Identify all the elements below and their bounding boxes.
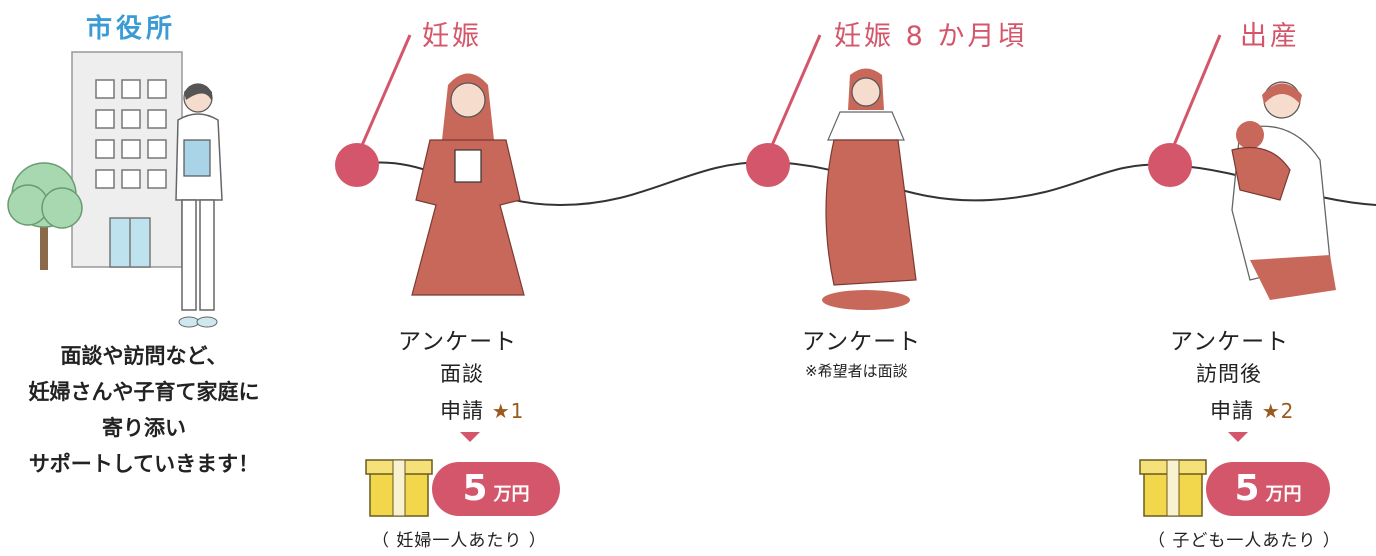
step-survey: アンケート bbox=[398, 329, 518, 355]
mother-baby-icon bbox=[1231, 81, 1336, 300]
office-message-line: 妊婦さんや子育て家庭に bbox=[28, 380, 260, 404]
step-application: 申請 ★1 bbox=[440, 395, 524, 425]
stage-title-birth: 出産 bbox=[1240, 21, 1300, 52]
star-note: ★2 bbox=[1261, 399, 1295, 423]
pointer-line-1 bbox=[358, 34, 412, 151]
benefit-note: （ 子ども一人あたり ） bbox=[1148, 531, 1341, 551]
arrow-down-icon bbox=[460, 432, 480, 442]
office-message: 面談や訪問など、 妊婦さんや子育て家庭に 寄り添い サポートしていきます！ bbox=[6, 338, 282, 482]
stage-title-8-months: 妊娠 8 か月頃 bbox=[834, 21, 1028, 52]
benefit-badge: 5 万円 bbox=[432, 462, 560, 516]
gift-box-icon bbox=[1139, 459, 1207, 517]
gift-box-icon bbox=[365, 459, 433, 517]
stage-title-pregnancy: 妊娠 bbox=[422, 21, 482, 52]
timeline-dot-2 bbox=[746, 143, 790, 187]
step-application: 申請 ★2 bbox=[1210, 395, 1294, 425]
arrow-down-icon bbox=[1228, 432, 1248, 442]
benefit-amount: 5 bbox=[462, 468, 488, 509]
office-message-line: サポートしていきます！ bbox=[28, 452, 260, 476]
office-title: 市役所 bbox=[86, 14, 177, 44]
step-interview: 面談 bbox=[440, 362, 484, 386]
office-message-line: 寄り添い bbox=[102, 416, 186, 440]
step-application-label: 申請 bbox=[1210, 399, 1254, 423]
benefit-unit: 万円 bbox=[493, 484, 530, 505]
timeline-dot-1 bbox=[335, 143, 379, 187]
step-survey: アンケート bbox=[802, 329, 922, 355]
benefit-badge: 5 万円 bbox=[1206, 462, 1330, 516]
benefit-note: （ 妊婦一人あたり ） bbox=[372, 531, 547, 551]
nurse-icon bbox=[175, 83, 223, 328]
pointer-line-2 bbox=[768, 34, 822, 151]
timeline-dot-3 bbox=[1148, 143, 1192, 187]
benefit-unit: 万円 bbox=[1265, 484, 1302, 505]
step-application-label: 申請 bbox=[440, 399, 484, 423]
benefit-amount: 5 bbox=[1234, 468, 1260, 509]
office-message-line: 面談や訪問など、 bbox=[60, 344, 228, 368]
pointer-line-3 bbox=[1170, 34, 1222, 151]
star-note: ★1 bbox=[491, 399, 525, 423]
step-visit: 訪問後 bbox=[1196, 362, 1262, 386]
pregnant-woman-icon bbox=[822, 68, 917, 310]
pregnant-woman-icon bbox=[411, 73, 525, 296]
building-icon bbox=[71, 51, 183, 268]
tree-icon bbox=[7, 162, 83, 270]
step-sub-note: ※希望者は面談 bbox=[805, 362, 908, 380]
step-survey: アンケート bbox=[1170, 329, 1290, 355]
